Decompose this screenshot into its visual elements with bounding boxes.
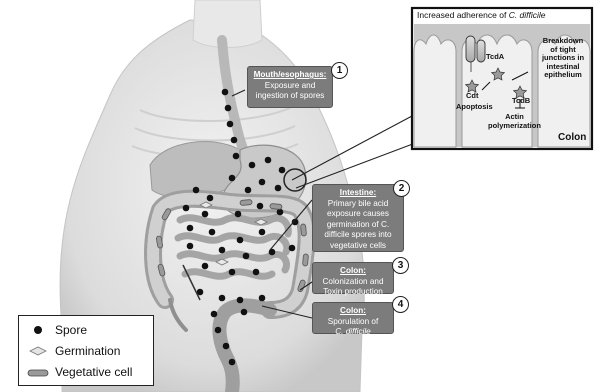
callout-body-line: Primary bile acid	[317, 199, 399, 210]
legend: Spore Germination Vegetative cell	[18, 315, 154, 386]
callout-heading: Colon:	[317, 306, 389, 317]
callout-heading: Intestine:	[317, 188, 399, 199]
callout-body-line: vegetative cells	[317, 241, 399, 252]
inset-colon-tag: Colon	[558, 132, 586, 143]
callout-body-line: Colonization and	[317, 277, 389, 288]
callout-body-line: Sporulation of	[317, 317, 389, 328]
callout-body-line: Exposure and	[252, 81, 328, 92]
neck	[193, 0, 262, 48]
vegetative-cell-icon	[28, 370, 48, 376]
legend-label-germination: Germination	[55, 344, 120, 358]
callout-colon-sporulation: Colon: Sporulation of C. difficile	[312, 302, 394, 334]
inset-label-cdt: Cdt	[466, 92, 479, 101]
inset-caption: Increased adherence of C. difficile	[417, 10, 546, 20]
legend-label-vegetative-cell: Vegetative cell	[55, 365, 132, 379]
callout-body-line: difficile spores into	[317, 230, 399, 241]
inset-breakdown-line: epithelium	[544, 70, 582, 79]
step-badge-1: 1	[331, 62, 348, 79]
callout-body-line: Toxin production	[317, 287, 389, 298]
inset-actin-line2: polymerization	[488, 121, 541, 130]
step-badge-2: 2	[393, 180, 410, 197]
callout-body-line: germination of C.	[317, 220, 399, 231]
inset-label-tcdb: TcdB	[512, 97, 530, 106]
callout-mouth-esophagus: Mouth/esophagus: Exposure and ingestion …	[247, 66, 333, 108]
inset-label-breakdown: Breakdown of tight junctions in intestin…	[536, 37, 590, 80]
callout-heading: Colon:	[317, 266, 389, 277]
callout-body-italic: C. difficile	[335, 327, 371, 336]
callout-body-line: exposure causes	[317, 209, 399, 220]
germination-icon	[30, 347, 46, 355]
spore-icon	[34, 326, 42, 334]
callout-body-line: ingestion of spores	[252, 91, 328, 102]
callout-intestine: Intestine: Primary bile acid exposure ca…	[312, 184, 404, 252]
inset-label-actin: Actin polymerization	[488, 113, 541, 130]
inset-caption-prefix: Increased adherence of	[417, 10, 509, 20]
inset-label-tcda: TcdA	[486, 53, 504, 62]
step-badge-3: 3	[392, 257, 409, 274]
callout-colon-colonization: Colon: Colonization and Toxin production	[312, 262, 394, 294]
callout-heading: Mouth/esophagus:	[252, 70, 328, 81]
legend-icons	[27, 320, 49, 382]
inset-caption-species: C. difficile	[509, 10, 546, 20]
step-badge-4: 4	[392, 296, 409, 313]
inset-label-apoptosis: Apoptosis	[456, 103, 493, 112]
legend-label-spore: Spore	[55, 323, 87, 337]
